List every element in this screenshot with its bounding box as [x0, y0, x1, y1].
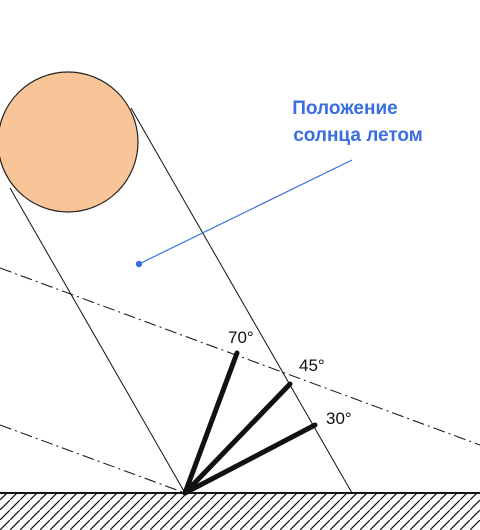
- reference-line-lower: [0, 424, 186, 494]
- caption-line-1: Положение: [292, 98, 397, 119]
- angle-label-70: 70°: [228, 328, 254, 347]
- caption-pointer-dot: [135, 260, 143, 268]
- caption-line-2: солнца летом: [293, 125, 423, 146]
- caption-pointer-line: [138, 159, 353, 265]
- ray-30: [182, 422, 318, 496]
- sunbeam-right-edge: [130, 107, 353, 494]
- angle-label-45: 45°: [299, 356, 325, 375]
- sun-circle: [0, 71, 139, 213]
- ray-45: [182, 381, 293, 496]
- angle-label-30: 30°: [326, 409, 352, 428]
- sunbeam-left-edge: [9, 187, 186, 494]
- reference-line-upper: [0, 267, 480, 446]
- ground-hatch: [0, 493, 480, 530]
- ray-70: [182, 350, 240, 496]
